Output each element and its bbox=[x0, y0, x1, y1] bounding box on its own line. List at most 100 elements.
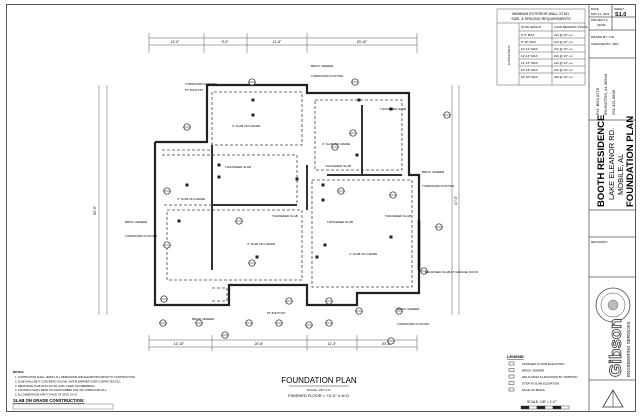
holdown-marker bbox=[251, 113, 255, 117]
slab-note-title: SLAB ON GRADE CONSTRUCTION: bbox=[13, 398, 84, 403]
drawing-sheet: DATE MAY 11, 2021 SHEET S1.0 PROJECT # 2… bbox=[6, 4, 636, 412]
revisions-label: REVISIONS bbox=[591, 240, 607, 244]
owner-address-3: 251-421-9828 bbox=[611, 89, 616, 115]
holdown-marker bbox=[321, 183, 325, 187]
firm-name: Gibson bbox=[606, 318, 625, 377]
legend-symbol bbox=[508, 368, 515, 372]
note-line: 1. CONTRACTOR SHALL VERIFY ALL DIMENSION… bbox=[15, 375, 136, 379]
holdown-marker bbox=[295, 177, 299, 181]
legend-symbol bbox=[508, 374, 515, 379]
plan-floor-elevation: FINISHED FLOOR = +0'-0" U.N.O. bbox=[288, 393, 350, 398]
schedule-row-height: 8'-10" MAX. bbox=[521, 40, 537, 44]
label-post: PT 8x8 POST bbox=[185, 88, 204, 92]
plan-title: FOUNDATION PLAN bbox=[281, 376, 357, 385]
label-slab-e: 4" SLAB ON GRADE bbox=[349, 252, 377, 256]
schedule-row-height: 16'-18" MAX. bbox=[521, 68, 539, 72]
schedule-col-load-bearing: LOAD BEARING STUDS bbox=[554, 25, 588, 29]
schedule-title-1: MINIMUM EXTERIOR WALL STUD, bbox=[512, 12, 570, 16]
dimension-top: 12'-0" bbox=[171, 40, 180, 44]
checked-by: CHECKED BY: JWS bbox=[591, 42, 618, 46]
label-slab-a: 4" SLAB ON GRADE bbox=[232, 124, 260, 128]
label-brick-d: BRICK VENEER bbox=[192, 317, 215, 321]
schedule-row-height: 14'-16" MAX. bbox=[521, 61, 539, 65]
graphic-scale-bar bbox=[520, 405, 570, 410]
holdown-marker bbox=[357, 98, 361, 102]
holdown-marker bbox=[315, 255, 319, 259]
holdown-marker bbox=[185, 183, 189, 187]
schedule-row-studs: 2x6 @ 12" o.c. bbox=[554, 61, 574, 65]
label-thickened-c: THICKENED SLAB bbox=[325, 164, 351, 168]
label-turndown-e: TURNDOWN FOOTING bbox=[397, 322, 430, 326]
label-turndown-d: TURNDOWN FOOTING bbox=[125, 234, 158, 238]
scale-bar-segment bbox=[528, 405, 538, 410]
note-line: 5. ALL DIMENSIONS ARE TO FACE OF STUD U.… bbox=[15, 393, 78, 397]
label-slab-d: 4" SLAB ON GRADE bbox=[247, 242, 275, 246]
note-line: 2. SLAB SHALL BE 4" CONCRETE ON 6 MIL VA… bbox=[15, 379, 122, 383]
schedule-row-studs: 2x6 @ 12" o.c. bbox=[554, 68, 574, 72]
scale-bar-segment bbox=[520, 405, 530, 410]
schedule-row-studs: 2x8 @ 16" o.c. bbox=[554, 75, 574, 79]
project-address-1: LAKE ELEANOR RD. bbox=[607, 128, 616, 200]
scale-bar-segment bbox=[536, 405, 546, 410]
holdown-marker bbox=[255, 255, 259, 259]
schedule-row-studs: 2x4 @ 16" o.c. bbox=[554, 40, 574, 44]
schedule-row-height: 18'-20" MAX. bbox=[521, 75, 539, 79]
legend-symbol bbox=[508, 361, 515, 366]
holdown-marker bbox=[323, 243, 327, 247]
sheet-label: SHEET bbox=[614, 7, 624, 11]
legend-symbol bbox=[508, 387, 515, 392]
note-line: 3. REINFORCE SLAB WITH 6x6 W1.4xW1.4 WWF… bbox=[15, 384, 96, 388]
project-address-2: MOBILE, AL bbox=[616, 154, 625, 195]
dimension-top: 11'-8" bbox=[273, 40, 282, 44]
legend-item: FACE OF BRICK bbox=[522, 388, 545, 392]
label-slab-b: 4" SLAB ON GRADE bbox=[322, 142, 350, 146]
scale-bar-segment bbox=[552, 405, 562, 410]
owner-address-2: IRVINGTON, AL 36544 bbox=[603, 73, 608, 115]
legend-item: BRICK VENEER bbox=[522, 369, 545, 373]
scale-bar-segment bbox=[560, 405, 570, 410]
label-turndown-c: TURNDOWN FOOTING bbox=[422, 184, 455, 188]
holdown-marker bbox=[321, 198, 325, 202]
dimension-bottom: 20'-10" bbox=[382, 342, 393, 346]
north-logo bbox=[602, 389, 624, 408]
note-line: 4. FOOTINGS SHALL BEAR ON UNDISTURBED SO… bbox=[15, 388, 107, 392]
label-brick-e: BRICK VENEER bbox=[397, 307, 420, 311]
schedule-col-stud-height: STUD HEIGHT bbox=[521, 25, 542, 29]
schedule-row-height: 0'-8" MAX. bbox=[521, 33, 535, 37]
title-block bbox=[588, 5, 635, 411]
firm-subtitle: ENGINEERING SERVICES bbox=[626, 322, 631, 377]
holdown-marker bbox=[355, 153, 359, 157]
label-thickened-b: THICKENED SLAB bbox=[380, 107, 406, 111]
project-number: 21036 bbox=[597, 23, 606, 27]
legend-item: FINISHED FLOOR ELEVATION bbox=[522, 362, 564, 366]
legend-title: LEGEND bbox=[507, 354, 524, 359]
date-value: MAY 11, 2021 bbox=[591, 12, 610, 16]
holdown-marker bbox=[217, 175, 221, 179]
schedule-row-studs: 2x6 @ 16" o.c. bbox=[554, 47, 574, 51]
holdown-marker bbox=[177, 219, 181, 223]
schedule-row-height: 10'-12" MAX. bbox=[521, 47, 539, 51]
sheet-title: FOUNDATION PLAN bbox=[625, 116, 635, 207]
schedule-row-studs: 2x4 @ 16" o.c. bbox=[554, 33, 574, 37]
label-brick-c: BRICK VENEER bbox=[125, 220, 148, 224]
dimension-right: 47'-0" bbox=[454, 195, 458, 205]
schedule-row-studs: 2x6 @ 16" o.c. bbox=[554, 54, 574, 58]
label-thickened-a: THICKENED SLAB bbox=[225, 165, 251, 169]
label-turndown-b: TURNDOWN FOOTING bbox=[311, 74, 344, 78]
engineer-seal bbox=[595, 287, 631, 323]
thickened-slab-lines bbox=[211, 105, 402, 270]
drawn-by: DRAWN BY: TJG bbox=[591, 35, 615, 39]
dimension-lines bbox=[98, 33, 460, 351]
label-brick-b: BRICK VENEER bbox=[422, 170, 445, 174]
holdown-marker bbox=[389, 235, 393, 239]
label-post-b: PT 8x8 POST bbox=[267, 311, 286, 315]
date-label: DATE bbox=[591, 7, 599, 11]
schedule-title-2: SIZE, & SPACING REQUIREMENTS bbox=[511, 17, 571, 21]
project-number-label: PROJECT # bbox=[591, 18, 608, 22]
project-name: BOOTH RESIDENCE bbox=[596, 115, 607, 207]
dimension-bottom: 11'-4" bbox=[328, 342, 337, 346]
holdown-marker bbox=[251, 98, 255, 102]
label-thickened-e: THICKENED SLAB bbox=[327, 220, 353, 224]
label-slab-c: 4" SLAB ON GRADE bbox=[177, 197, 205, 201]
label-thickened-f: THICKENED SLAB bbox=[385, 214, 411, 218]
